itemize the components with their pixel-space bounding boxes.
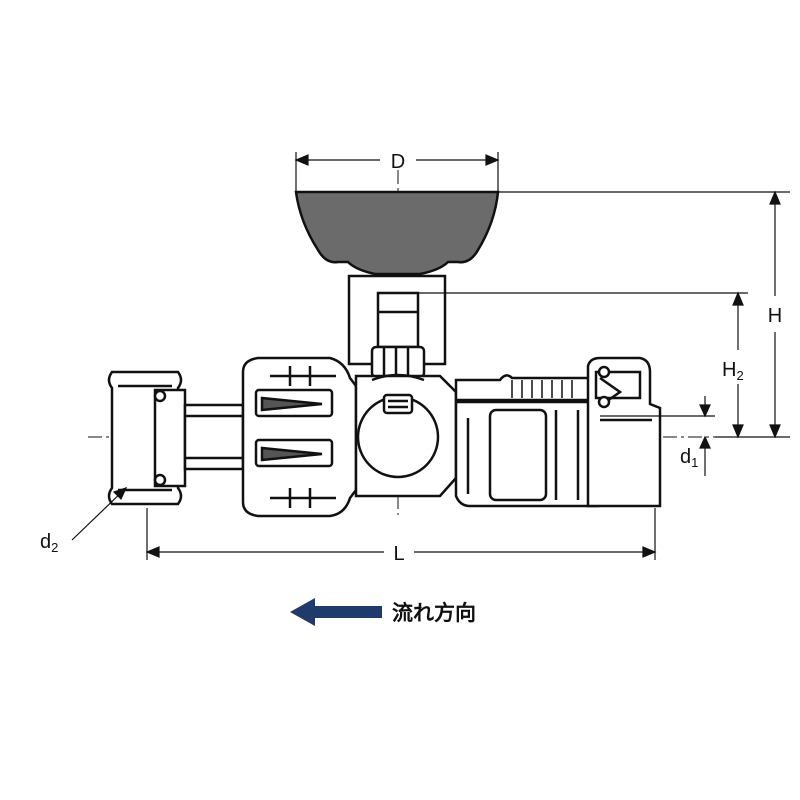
left-union-nut [107, 370, 187, 506]
label-H2: H2 [722, 359, 744, 383]
label-d2: d2 [40, 531, 58, 555]
dimension-H2 [418, 291, 748, 439]
label-D: D [391, 151, 405, 173]
right-union-nut [586, 356, 662, 508]
valve-handle [294, 190, 500, 276]
dimension-H [498, 190, 790, 439]
label-d1: d1 [680, 446, 698, 470]
flow-direction-arrow-icon [290, 598, 382, 626]
left-pipe [183, 403, 245, 471]
valve-stem [347, 274, 447, 379]
label-L: L [393, 543, 404, 565]
valve-body [354, 373, 458, 498]
dimension-d1 [600, 396, 715, 476]
dimension-L [145, 508, 657, 560]
flow-direction-label: 流れ方向 [392, 601, 476, 625]
right-threaded-body [454, 374, 600, 508]
dimension-D [294, 152, 500, 196]
left-joint-body [241, 356, 358, 518]
dimension-d2 [71, 486, 128, 541]
label-H: H [768, 305, 782, 327]
